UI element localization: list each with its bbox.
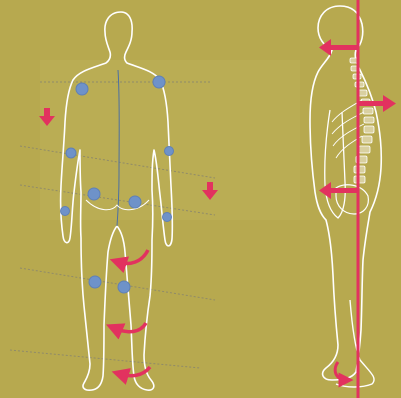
right-wrist-marker bbox=[163, 213, 172, 222]
left-elbow-marker bbox=[66, 148, 76, 158]
right-knee-marker bbox=[118, 281, 130, 293]
left-knee-marker bbox=[89, 276, 101, 288]
left-wrist-marker bbox=[61, 207, 70, 216]
left-shoulder-marker bbox=[76, 83, 88, 95]
right-hip-marker bbox=[129, 196, 141, 208]
left-hip-marker bbox=[88, 188, 100, 200]
right-shoulder-marker bbox=[153, 76, 165, 88]
right-elbow-marker bbox=[165, 147, 174, 156]
